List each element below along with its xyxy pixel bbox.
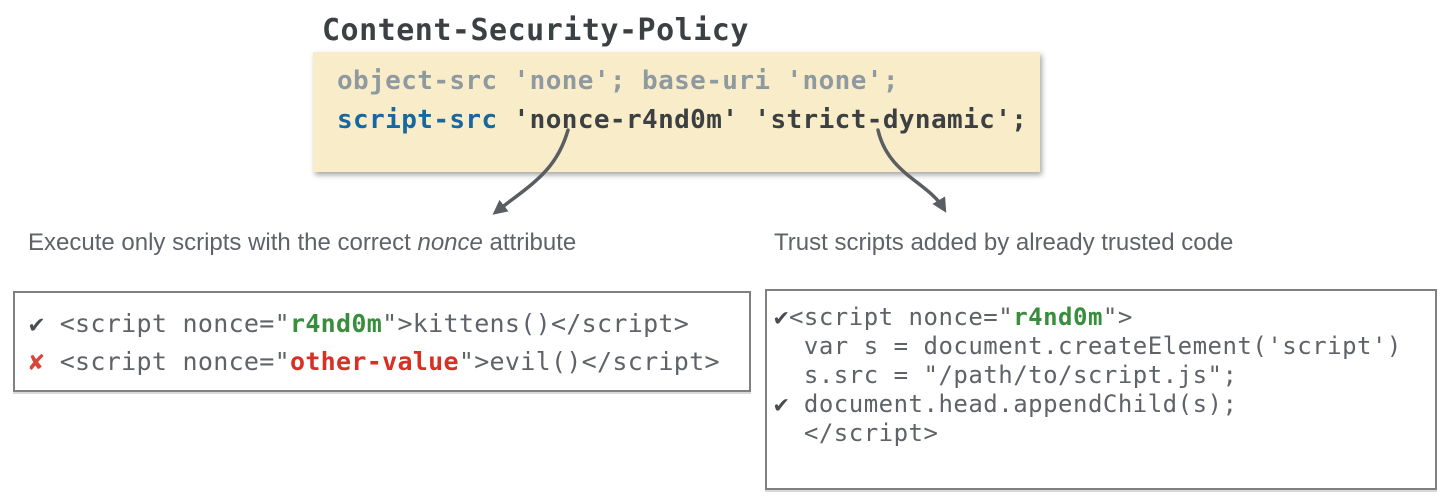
- text-segment: 'nonce-r4nd0m' 'strict-dynamic';: [497, 105, 1028, 135]
- text-line: s.src = "/path/to/script.js";: [774, 361, 1435, 390]
- text-segment: var s = document.createElement('script'): [774, 332, 1402, 360]
- text-segment: Execute only scripts with the correct: [28, 229, 418, 256]
- text-line: </script>: [774, 419, 1435, 448]
- check-icon: ✔: [29, 309, 45, 338]
- csp-policy-box: object-src 'none'; base-uri 'none'; scrip…: [313, 52, 1040, 172]
- text-line: ✔<script nonce="r4nd0m">: [774, 303, 1435, 332]
- text-line: ✔ document.head.appendChild(s);: [774, 390, 1435, 419]
- text-line: var s = document.createElement('script'): [774, 332, 1435, 361]
- text-line: ✔ <script nonce="r4nd0m">kittens()</scri…: [29, 305, 749, 343]
- text-segment: nonce: [417, 229, 483, 256]
- text-segment: document.head.appendChild(s);: [788, 390, 1238, 418]
- text-segment: </script>: [774, 419, 939, 447]
- text-segment: ">: [1102, 303, 1133, 331]
- text-segment: <script nonce=": [44, 309, 290, 338]
- text-segment: r4nd0m: [289, 309, 383, 338]
- text-segment: r4nd0m: [1013, 303, 1103, 331]
- text-line: Trust scripts added by already trusted c…: [774, 228, 1233, 258]
- text-segment: s.src = "/path/to/script.js";: [774, 361, 1238, 389]
- text-line: script-src 'nonce-r4nd0m' 'strict-dynami…: [337, 101, 1040, 140]
- text-segment: script-src: [337, 105, 498, 135]
- page-title: Content-Security-Policy: [322, 13, 749, 48]
- text-segment: object-src 'none'; base-uri 'none';: [337, 66, 899, 96]
- text-segment: <script nonce=": [44, 347, 290, 376]
- text-segment: other-value: [289, 347, 459, 376]
- text-segment: ">evil()</script>: [458, 347, 720, 376]
- text-segment: Trust scripts added by already trusted c…: [774, 229, 1234, 256]
- text-line: Execute only scripts with the correct no…: [28, 228, 576, 258]
- text-segment: ">kittens()</script>: [382, 309, 690, 338]
- check-icon: ✔: [774, 390, 789, 418]
- check-icon: ✔: [774, 303, 789, 331]
- right-annotation-label: Trust scripts added by already trusted c…: [774, 228, 1233, 258]
- cross-icon: ✘: [29, 347, 45, 376]
- text-line: object-src 'none'; base-uri 'none';: [337, 62, 1040, 101]
- text-segment: <script nonce=": [788, 303, 1014, 331]
- left-annotation-label: Execute only scripts with the correct no…: [28, 228, 576, 258]
- nonce-example-box: ✔ <script nonce="r4nd0m">kittens()</scri…: [13, 291, 751, 392]
- text-segment: attribute: [482, 229, 577, 256]
- text-line: ✘ <script nonce="other-value">evil()</sc…: [29, 343, 749, 381]
- strict-dynamic-example-box: ✔<script nonce="r4nd0m"> var s = documen…: [765, 289, 1437, 490]
